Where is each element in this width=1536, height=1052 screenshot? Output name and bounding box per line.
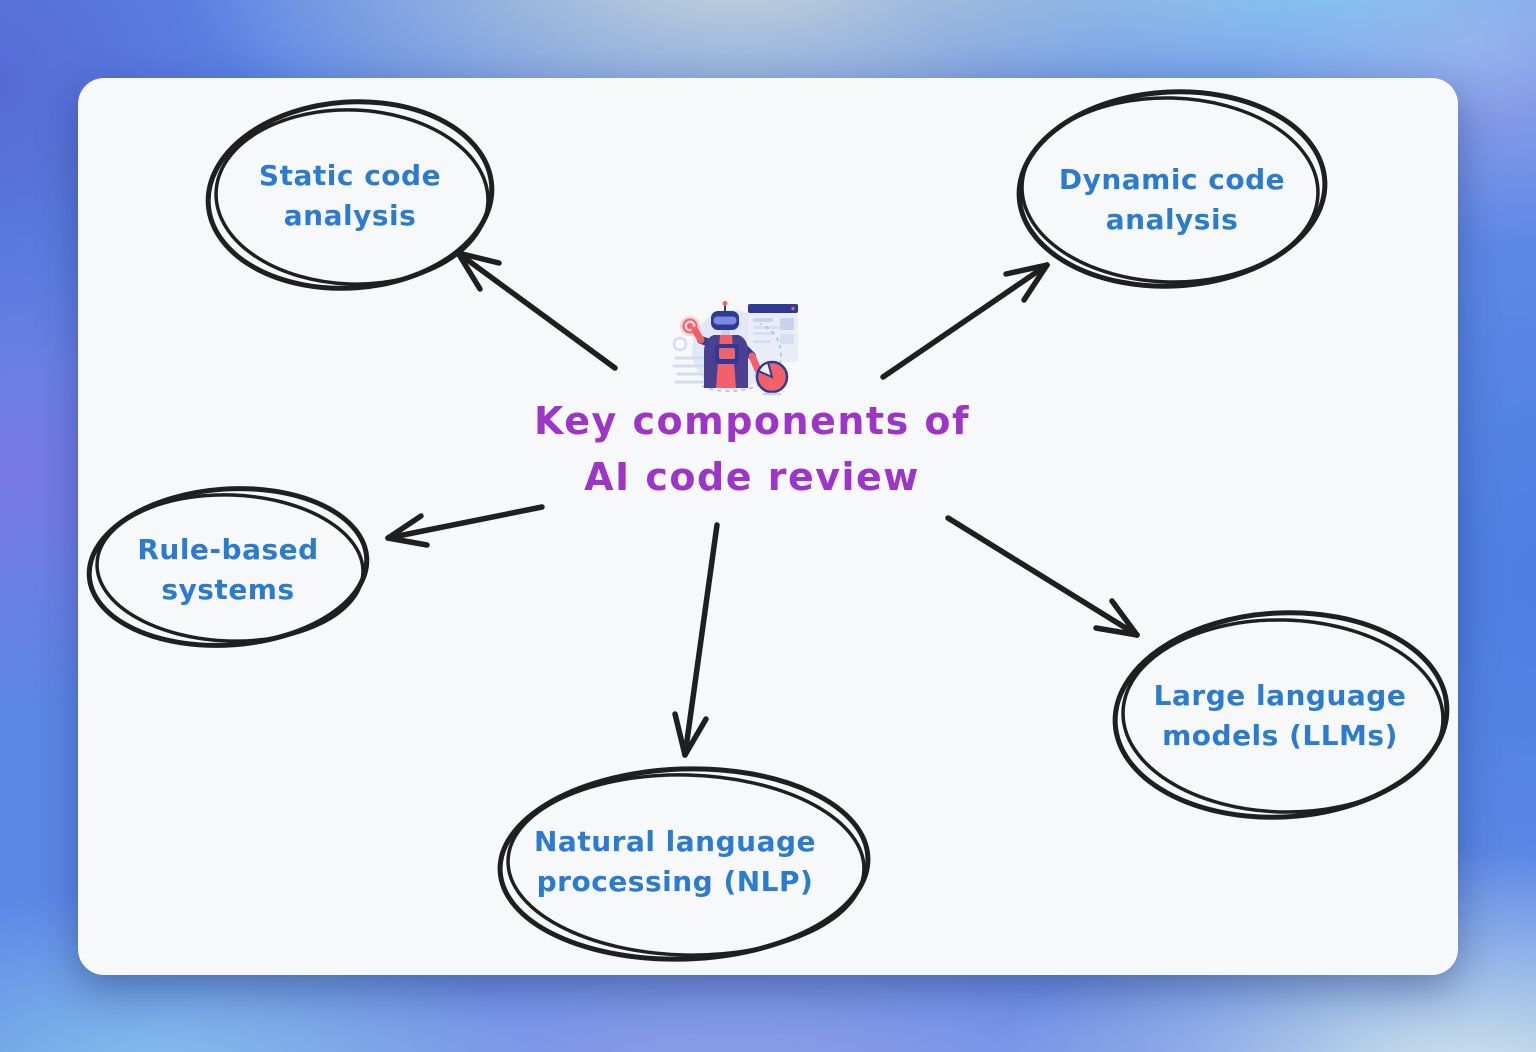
node-dynamic-code-analysis: Dynamic code analysis [1059, 160, 1285, 240]
node-rule-based-systems: Rule-based systems [137, 530, 318, 610]
central-topic-title-line-2: AI code review [584, 455, 920, 499]
node-static-code-analysis: Static code analysis [259, 156, 441, 236]
node-label-line: Dynamic code [1058, 163, 1286, 196]
pie-chart [755, 360, 789, 396]
node-label-line: Rule-based [137, 533, 319, 566]
central-topic-title: Key components of AI code review [534, 393, 970, 505]
node-label-line: Large language [1153, 679, 1407, 712]
node-label-line: analysis [283, 199, 417, 232]
node-label-line: systems [161, 573, 295, 606]
node-label-line: Natural language [533, 825, 817, 858]
ai-robot-illustration-icon [672, 301, 798, 396]
node-natural-language-processing: Natural language processing (NLP) [534, 822, 816, 902]
central-topic-title-line-1: Key components of [533, 399, 971, 443]
node-label-line: Static code [258, 159, 442, 192]
node-label-line: models (LLMs) [1162, 719, 1398, 752]
node-large-language-models: Large language models (LLMs) [1154, 676, 1407, 756]
node-label-line: processing (NLP) [536, 865, 814, 898]
node-label-line: analysis [1105, 203, 1239, 236]
